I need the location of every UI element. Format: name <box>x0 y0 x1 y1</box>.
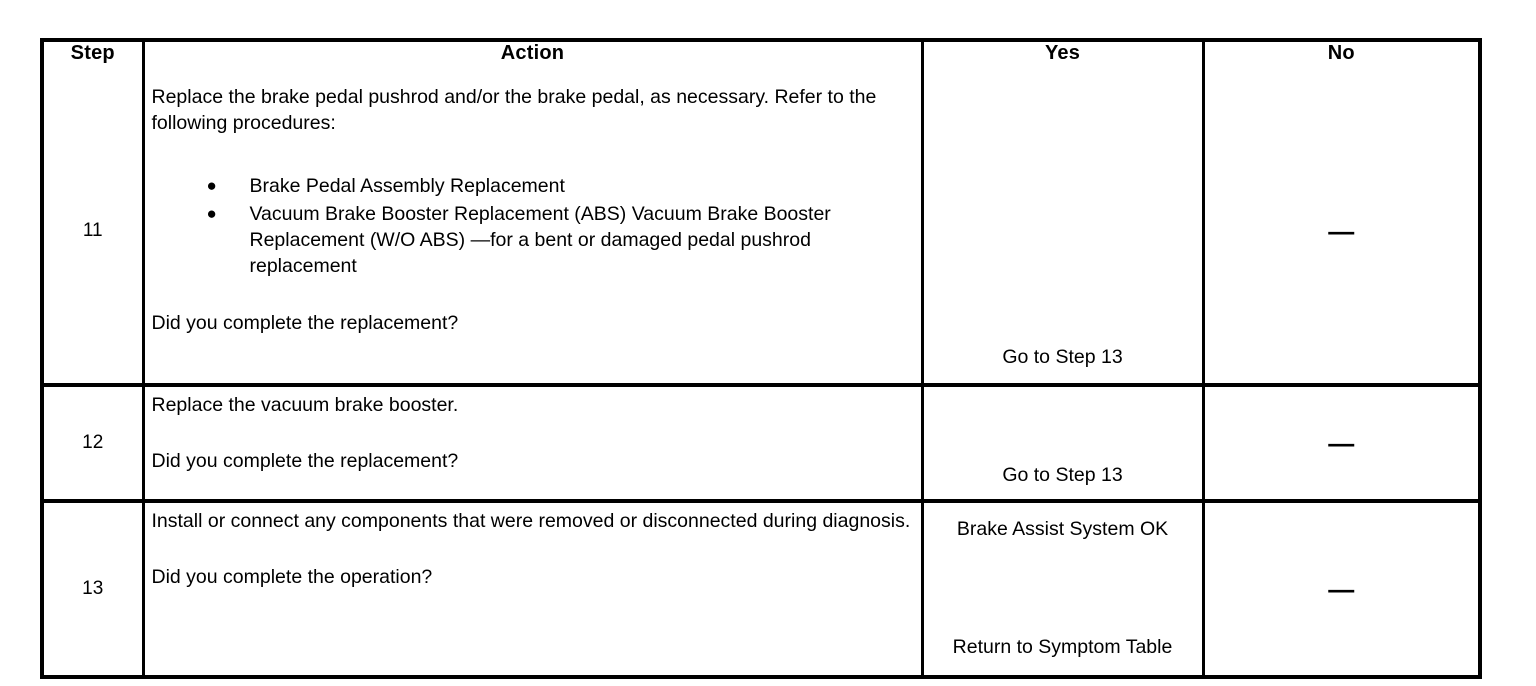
yes-result-cell: Brake Assist System OK Return to Symptom… <box>920 499 1205 677</box>
em-dash-icon: — <box>1328 574 1355 604</box>
step-number: 12 <box>40 383 145 501</box>
list-item: ● Vacuum Brake Booster Replacement (ABS)… <box>152 202 913 279</box>
spacer <box>152 419 913 449</box>
action-question-text: Did you complete the replacement? <box>151 449 459 472</box>
no-result-cell: — <box>1201 383 1482 501</box>
diagnostic-procedure-table: Step Action Yes No 11 Replace the brake … <box>40 38 1482 679</box>
no-result-cell: — <box>1201 499 1482 677</box>
table-header-row: Step Action Yes No <box>40 40 1482 79</box>
spacer <box>152 281 913 311</box>
bullet-icon: ● <box>206 176 217 196</box>
list-item: ● Brake Pedal Assembly Replacement <box>152 174 913 200</box>
table-row: 12 Replace the vacuum brake booster. Did… <box>40 383 1482 501</box>
yes-result-cell: Go to Step 13 <box>920 79 1205 385</box>
em-dash-icon: — <box>1328 216 1355 246</box>
column-header-yes: Yes <box>920 40 1205 79</box>
bullet-icon: ● <box>206 204 217 224</box>
table-row: 13 Install or connect any components tha… <box>40 499 1482 677</box>
yes-result-cell: Go to Step 13 <box>920 383 1205 501</box>
yes-result-text: Go to Step 13 <box>1002 346 1123 369</box>
column-header-no: No <box>1201 40 1482 79</box>
table-header: Step Action Yes No <box>40 40 1482 79</box>
yes-result-primary-text: Brake Assist System OK <box>956 518 1169 540</box>
procedure-list: ● Brake Pedal Assembly Replacement ● Vac… <box>152 174 913 279</box>
action-question-text: Did you complete the operation? <box>151 565 433 588</box>
action-intro-text: Replace the brake pedal pushrod and/or t… <box>151 86 877 134</box>
spacer <box>152 535 913 565</box>
column-header-step: Step <box>40 40 145 79</box>
em-dash-icon: — <box>1328 428 1355 458</box>
table-row: 11 Replace the brake pedal pushrod and/o… <box>40 79 1482 385</box>
spacer <box>152 136 913 174</box>
action-intro-text: Install or connect any components that w… <box>151 510 911 532</box>
action-content: Install or connect any components that w… <box>141 499 924 677</box>
action-question-text: Did you complete the replacement? <box>151 312 459 335</box>
action-content: Replace the vacuum brake booster. Did yo… <box>141 383 924 501</box>
column-header-action: Action <box>141 40 924 79</box>
yes-result-text: Go to Step 13 <box>1002 464 1123 487</box>
action-intro-text: Replace the vacuum brake booster. <box>151 394 459 416</box>
table-body: 11 Replace the brake pedal pushrod and/o… <box>40 79 1482 677</box>
action-content: Replace the brake pedal pushrod and/or t… <box>141 79 924 385</box>
list-item-label: Brake Pedal Assembly Replacement <box>249 175 565 198</box>
yes-result-secondary-text: Return to Symptom Table <box>952 636 1173 659</box>
step-number: 13 <box>40 499 145 677</box>
no-result-cell: — <box>1201 79 1482 385</box>
list-item-label: Vacuum Brake Booster Replacement (ABS) V… <box>249 203 831 277</box>
step-number: 11 <box>40 79 145 385</box>
